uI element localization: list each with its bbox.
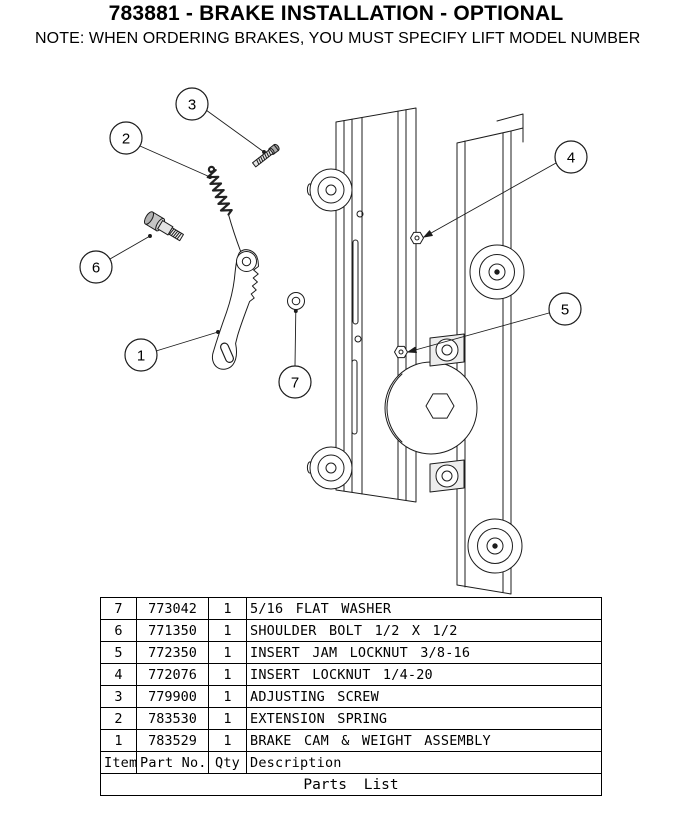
leader-line-3 (206, 110, 264, 152)
table-footer-row: Parts List (100, 773, 602, 796)
roller-lower-left (307, 447, 352, 489)
item-cell: 6 (100, 619, 137, 642)
description-cell: ADJUSTING SCREW (246, 685, 602, 708)
qty-cell: 1 (208, 597, 247, 620)
balloon-7-label: 7 (291, 374, 299, 391)
balloon-2-label: 2 (122, 130, 130, 147)
part-no-cell: 771350 (136, 619, 209, 642)
balloon-5: 5 (549, 293, 581, 325)
brake-installation-diagram: 1 2 3 4 5 (0, 0, 700, 596)
part-no-cell: 779900 (136, 685, 209, 708)
description-cell: 5/16 FLAT WASHER (246, 597, 602, 620)
qty-cell: 1 (208, 641, 247, 664)
description-cell: INSERT LOCKNUT 1/4-20 (246, 663, 602, 686)
table-row: 5 772350 1 INSERT JAM LOCKNUT 3/8-16 (100, 641, 602, 664)
qty-cell: 1 (208, 663, 247, 686)
leader-lines (110, 110, 556, 366)
description-cell: INSERT JAM LOCKNUT 3/8-16 (246, 641, 602, 664)
description-cell: EXTENSION SPRING (246, 707, 602, 730)
table-row: 6 771350 1 SHOULDER BOLT 1/2 X 1/2 (100, 619, 602, 642)
part-no-cell: 772076 (136, 663, 209, 686)
adjusting-screw (252, 143, 280, 167)
part-no-cell: 773042 (136, 597, 209, 620)
bearing-block-upper (430, 334, 464, 366)
description-cell: BRAKE CAM & WEIGHT ASSEMBLY (246, 729, 602, 752)
item-cell: 5 (100, 641, 137, 664)
balloon-1: 1 (125, 339, 157, 371)
insert-jam-locknut (395, 346, 408, 357)
item-cell: 3 (100, 685, 137, 708)
balloon-4-label: 4 (567, 149, 575, 166)
table-row: 4 772076 1 INSERT LOCKNUT 1/4-20 (100, 663, 602, 686)
item-cell: 4 (100, 663, 137, 686)
leader-line-7 (295, 311, 296, 366)
balloon-7: 7 (279, 366, 311, 398)
qty-cell: 1 (208, 707, 247, 730)
extension-spring (208, 167, 232, 215)
flat-washer (288, 293, 305, 310)
page-title: 783881 - BRAKE INSTALLATION - OPTIONAL (108, 2, 564, 25)
description-header: Description (246, 751, 602, 774)
leader-line-4 (424, 163, 556, 237)
table-row: 1 783529 1 BRAKE CAM & WEIGHT ASSEMBLY (100, 729, 602, 752)
part-no-cell: 772350 (136, 641, 209, 664)
part-no-cell: 783530 (136, 707, 209, 730)
roller-lower-right (468, 519, 522, 573)
qty-header: Qty (208, 751, 247, 774)
item-cell: 7 (100, 597, 137, 620)
balloon-3: 3 (176, 88, 208, 120)
item-cell: 1 (100, 729, 137, 752)
table-row: 3 779900 1 ADJUSTING SCREW (100, 685, 602, 708)
part-no-header: Part No. (136, 751, 209, 774)
leader-line-6 (110, 236, 150, 259)
balloon-3-label: 3 (188, 96, 196, 113)
leader-line-1 (156, 332, 218, 351)
qty-cell: 1 (208, 729, 247, 752)
leader-line-2 (140, 146, 210, 177)
item-header: Item (100, 751, 137, 774)
balloon-2: 2 (110, 122, 142, 154)
table-header-row: Item Part No. Qty Description (100, 751, 602, 774)
table-row: 7 773042 1 5/16 FLAT WASHER (100, 597, 602, 620)
balloon-1-label: 1 (137, 347, 145, 364)
balloon-4: 4 (555, 141, 587, 173)
parts-list-title: Parts List (100, 773, 602, 796)
roller-upper-left (307, 169, 352, 211)
table-row: 2 783530 1 EXTENSION SPRING (100, 707, 602, 730)
part-no-cell: 783529 (136, 729, 209, 752)
qty-cell: 1 (208, 619, 247, 642)
balloon-6-label: 6 (92, 259, 100, 276)
item-cell: 2 (100, 707, 137, 730)
shoulder-bolt (143, 210, 186, 243)
brake-drum (385, 362, 477, 454)
description-cell: SHOULDER BOLT 1/2 X 1/2 (246, 619, 602, 642)
bearing-block-lower (430, 460, 464, 492)
insert-locknut (411, 232, 424, 243)
order-note: NOTE: WHEN ORDERING BRAKES, YOU MUST SPE… (35, 30, 641, 47)
qty-cell: 1 (208, 685, 247, 708)
brake-cam-assembly (212, 215, 258, 370)
roller-upper-right (470, 245, 524, 299)
balloon-6: 6 (80, 251, 112, 283)
parts-table: 7 773042 1 5/16 FLAT WASHER 6 771350 1 S… (100, 597, 602, 796)
balloon-5-label: 5 (561, 301, 569, 318)
leader-line-5 (408, 313, 549, 352)
drum-hex-bolt (426, 394, 454, 418)
